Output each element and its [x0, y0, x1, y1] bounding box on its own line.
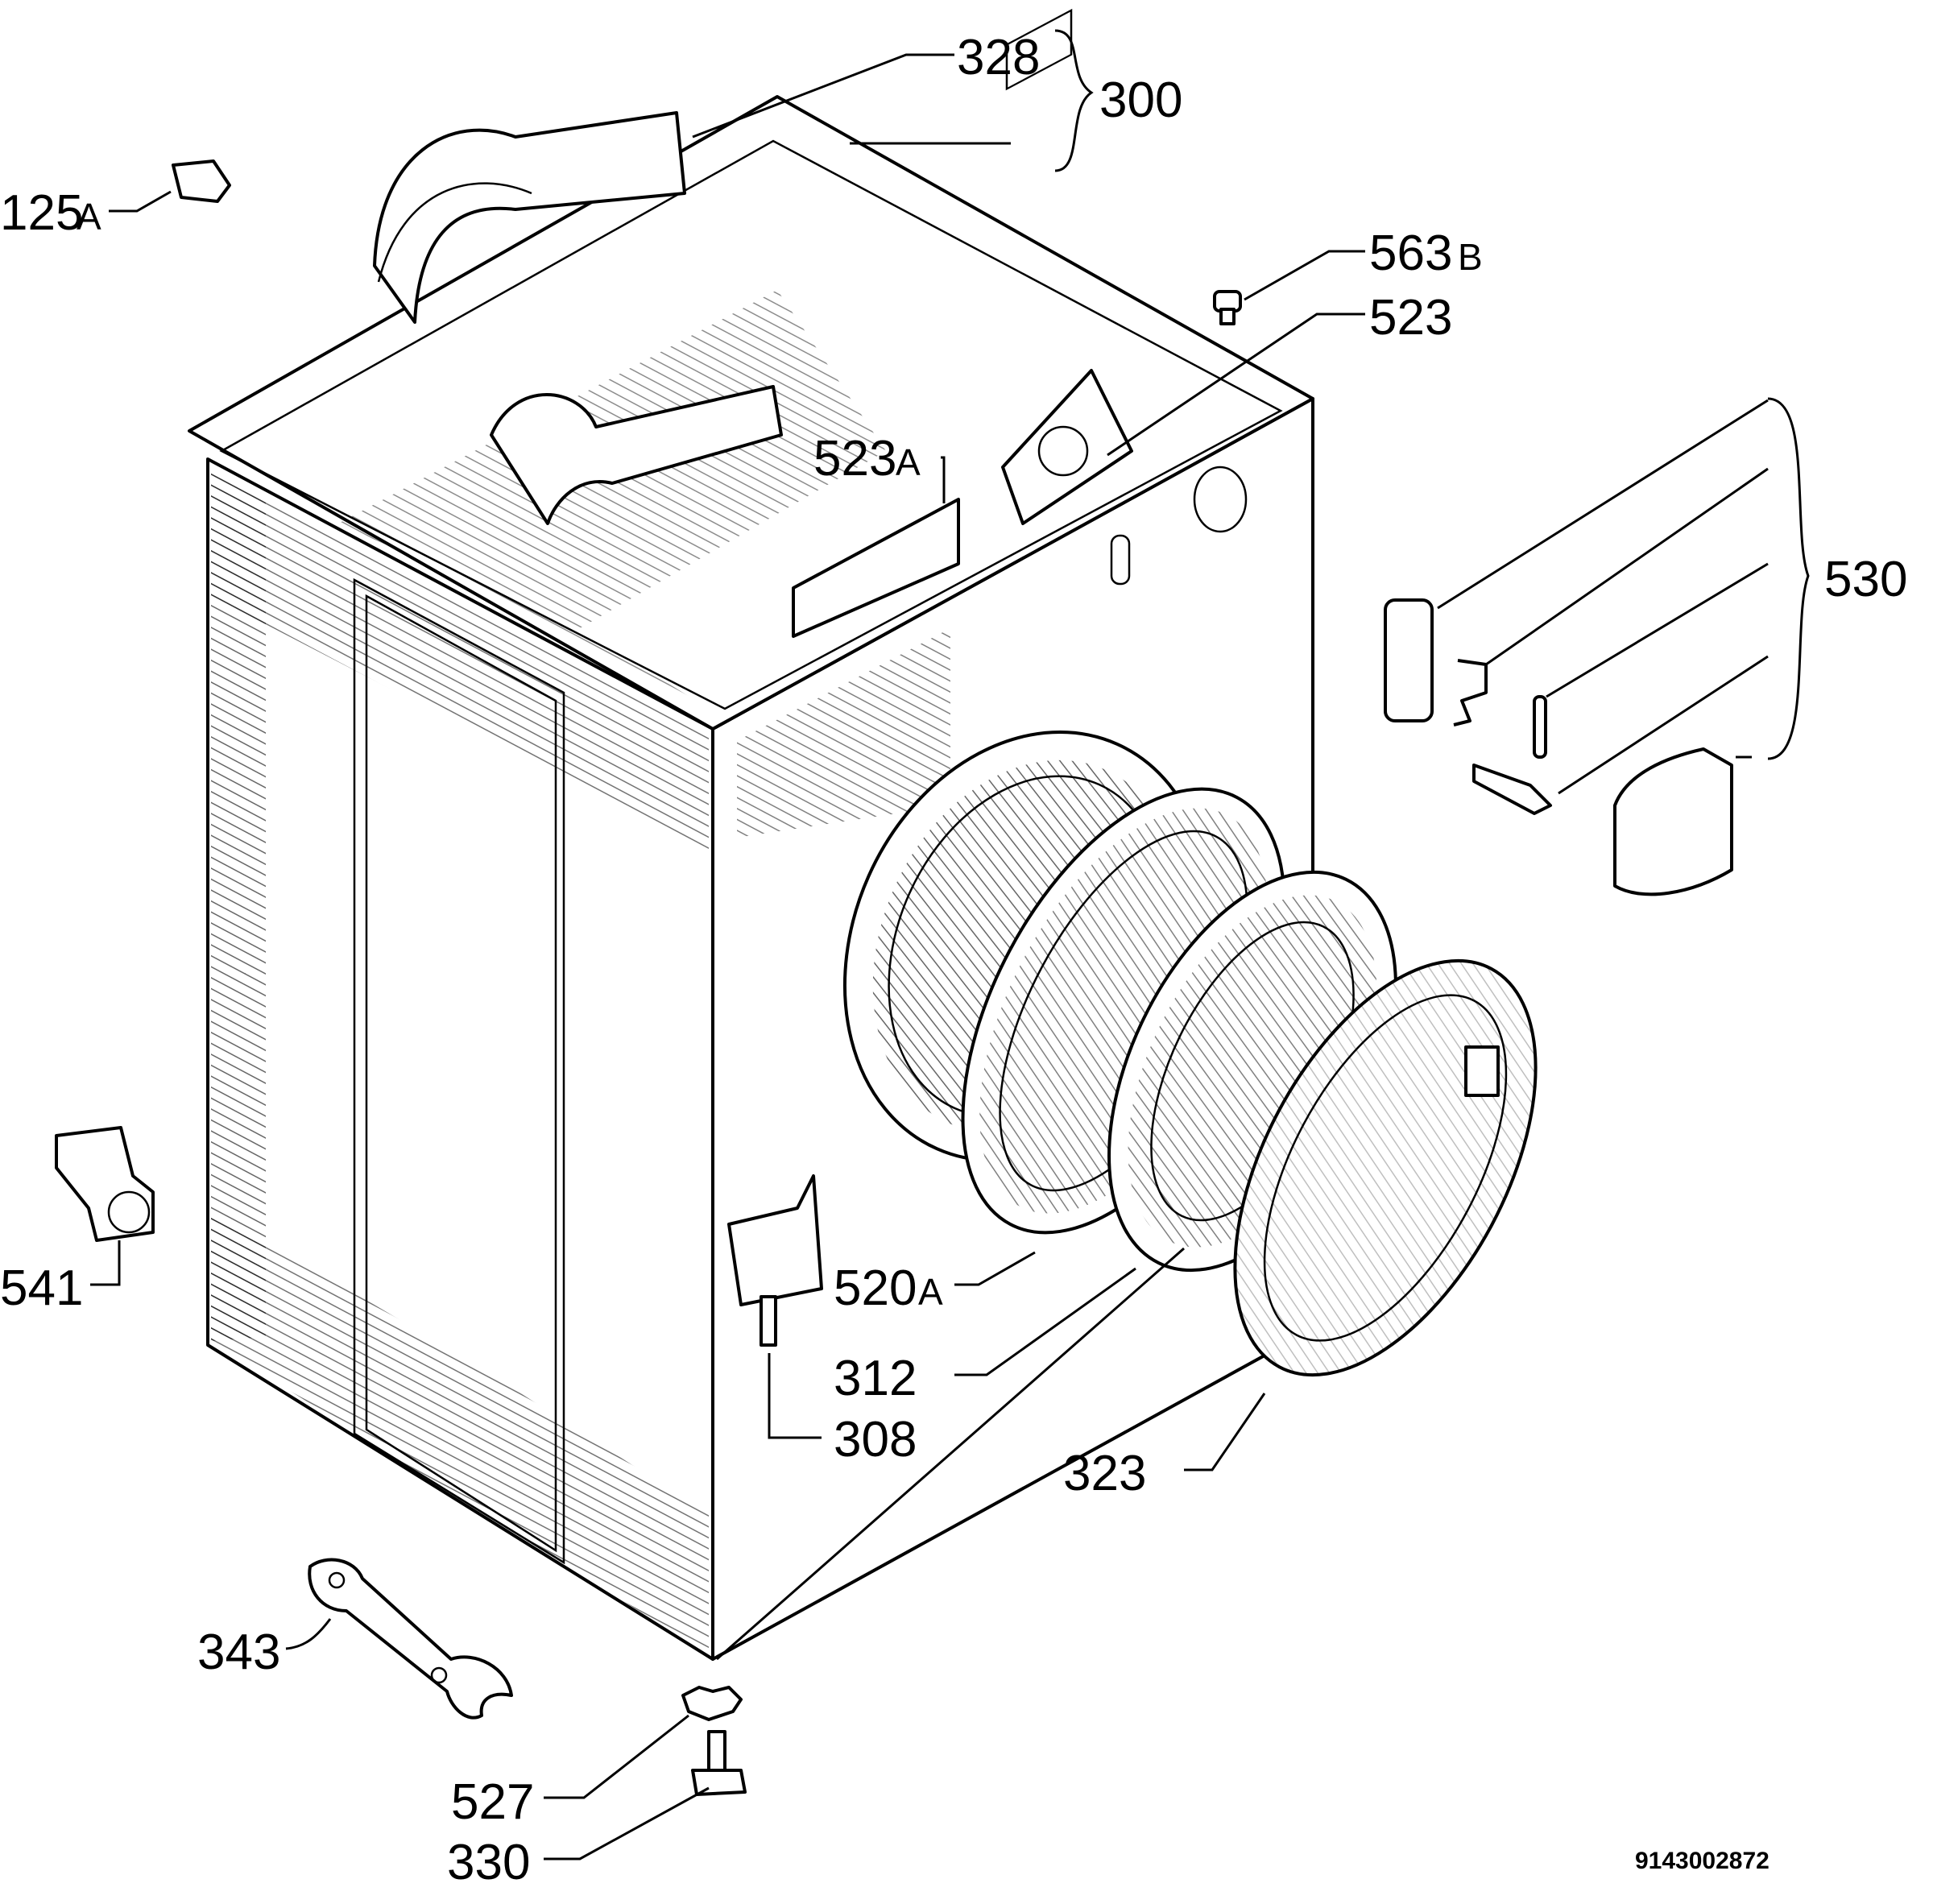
label-125a: 125 [0, 185, 83, 241]
pressure-switch-541 [55, 1126, 155, 1242]
label-312: 312 [834, 1351, 917, 1406]
plug-563b [1213, 290, 1242, 325]
leader-lines [90, 29, 1810, 1861]
label-563b-suffix: B [1458, 236, 1483, 278]
motor-bracket-523 [1001, 369, 1133, 525]
label-563b: 563 [1369, 226, 1452, 281]
bracket-523a [792, 498, 960, 638]
diagram-code: 9143002872 [1635, 1848, 1770, 1874]
wrench-343 [308, 1558, 513, 1720]
label-523a: 523 [813, 431, 896, 486]
label-523a-suffix: A [896, 441, 921, 483]
label-541: 541 [0, 1260, 83, 1316]
hinge-308 [727, 1174, 823, 1347]
label-520a-suffix: A [918, 1271, 943, 1313]
label-125a-suffix: A [77, 196, 101, 238]
label-308: 308 [834, 1412, 917, 1467]
label-323: 323 [1063, 1446, 1146, 1501]
label-343: 343 [197, 1625, 280, 1680]
label-328: 328 [957, 30, 1040, 85]
door-lock-parts-530 [1384, 598, 1733, 896]
foot-gear-527 [681, 1686, 743, 1721]
label-520a: 520 [834, 1260, 917, 1316]
label-530: 530 [1824, 552, 1907, 607]
label-300: 300 [1099, 72, 1182, 128]
part-labels: 328 300 125 A 563 B 523 523 A 530 541 52… [0, 30, 1907, 1890]
clip-125a [172, 159, 231, 203]
door-frame-323 [1233, 958, 1538, 1377]
label-330: 330 [447, 1835, 530, 1890]
adjustable-foot-330 [691, 1730, 747, 1796]
label-523: 523 [1369, 290, 1452, 346]
label-527: 527 [451, 1774, 534, 1830]
